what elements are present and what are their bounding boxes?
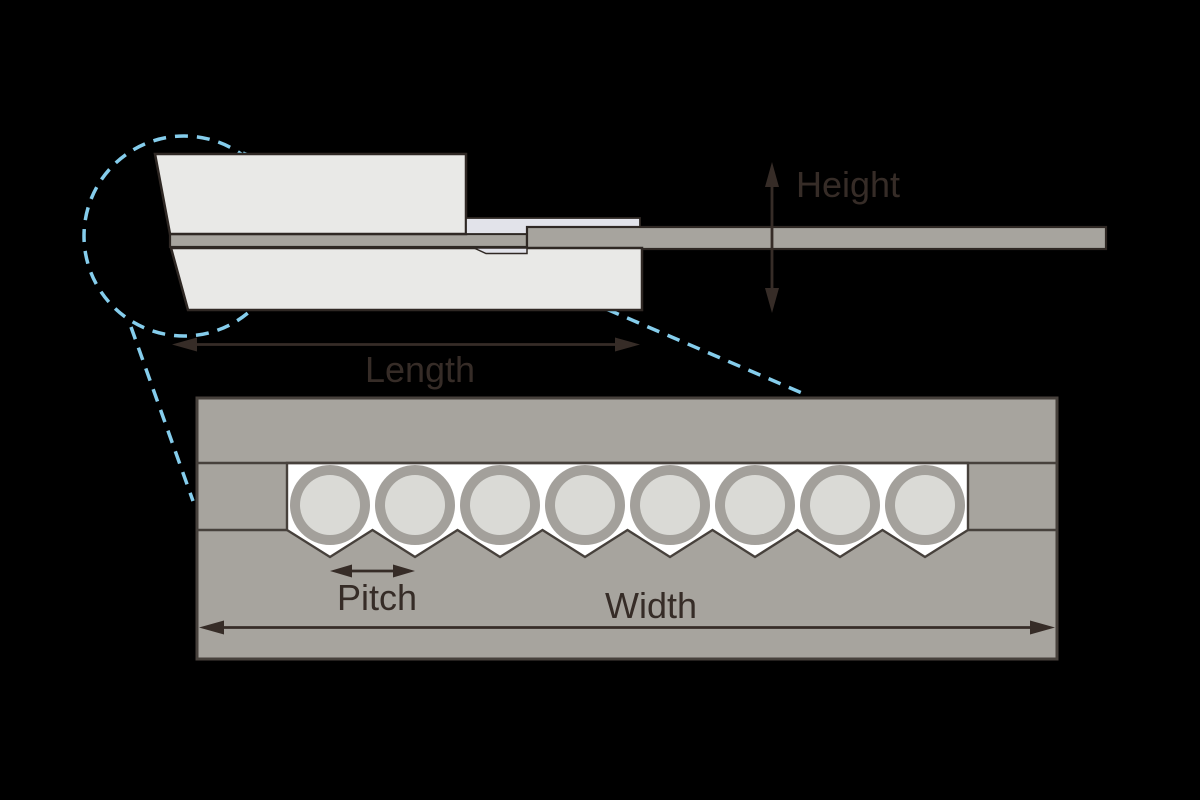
pitch-label: Pitch (337, 577, 417, 618)
wire-conductor-core (725, 475, 785, 535)
dim-length: Length (172, 337, 640, 390)
arrowhead-right-icon (1030, 620, 1055, 635)
flat-cable (525, 225, 1108, 251)
wires (290, 465, 965, 545)
dim-width: Width (199, 585, 1055, 635)
width-label: Width (605, 585, 697, 626)
wire-conductor-core (300, 475, 360, 535)
wire-conductor-core (470, 475, 530, 535)
length-label: Length (365, 349, 475, 390)
callout-tangent-line-upper (242, 151, 810, 398)
callout-tangent-line-lower (129, 326, 195, 502)
wire (630, 465, 710, 545)
side-view (153, 152, 1108, 312)
wire (715, 465, 795, 545)
wire-conductor-core (640, 475, 700, 535)
wire-conductor-core (555, 475, 615, 535)
contact-blade-bar (168, 232, 529, 249)
arrowhead-right-icon (615, 337, 640, 352)
dim-height: Height (765, 162, 900, 313)
wire (375, 465, 455, 545)
arrowhead-down-icon (765, 288, 779, 313)
connector-top-block (153, 152, 468, 236)
latch-notch (473, 247, 528, 255)
cross-section-view (195, 396, 1059, 661)
arrowhead-up-icon (765, 162, 779, 187)
arrowhead-left-icon (199, 620, 224, 635)
wire-conductor-core (810, 475, 870, 535)
height-label: Height (796, 164, 900, 205)
arrowhead-left-icon (172, 337, 197, 352)
arrowhead-right-icon (393, 564, 415, 578)
wire (545, 465, 625, 545)
wire (290, 465, 370, 545)
wire (460, 465, 540, 545)
wire (800, 465, 880, 545)
connector-bottom-block (169, 246, 644, 312)
arrowhead-left-icon (330, 564, 352, 578)
wire-cavity (285, 461, 970, 559)
wire-conductor-core (385, 475, 445, 535)
wire (885, 465, 965, 545)
dim-pitch: Pitch (330, 564, 417, 618)
wire-conductor-core (895, 475, 955, 535)
